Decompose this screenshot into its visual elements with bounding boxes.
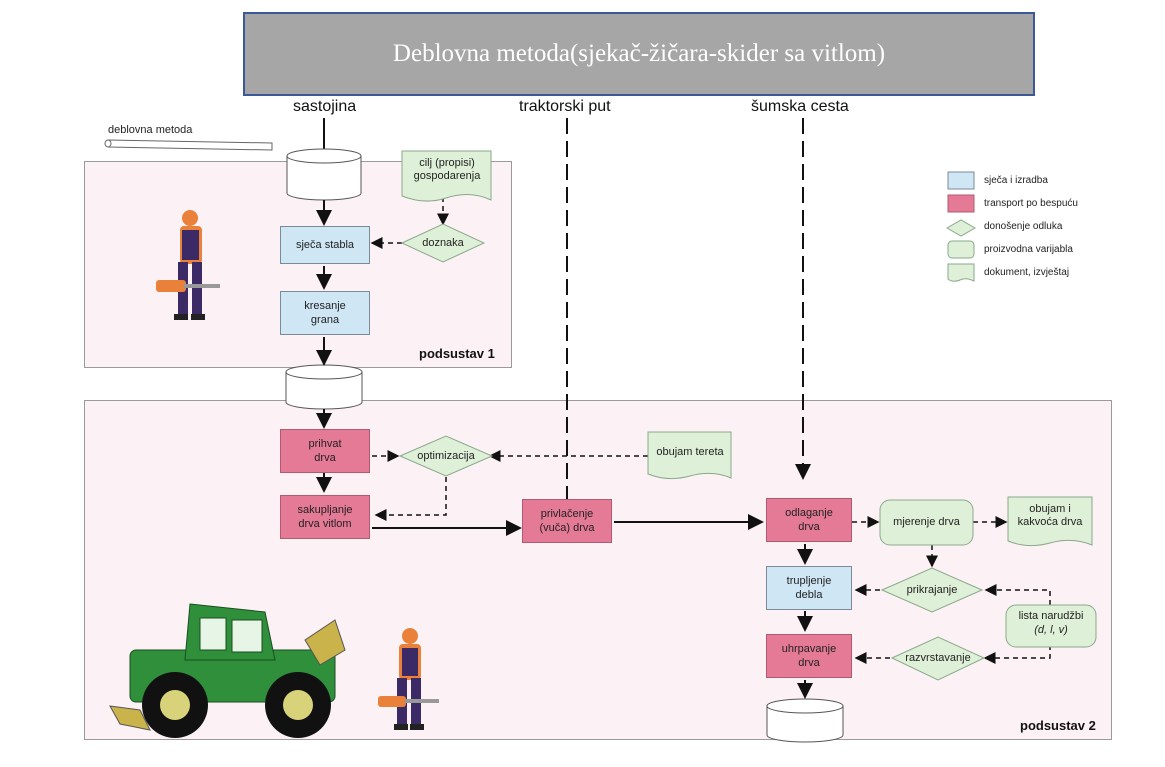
legend-seca-label: sječa i izradba: [984, 175, 1048, 186]
cilj-document-shape: [401, 150, 492, 202]
doznaka-diamond: [400, 223, 486, 263]
legend-red-swatch: [947, 194, 975, 213]
legend-diamond-swatch: [945, 219, 977, 237]
obujam-tereta-text: obujam tereta: [656, 445, 724, 458]
worker-figure-top: [156, 210, 220, 320]
storage-cylinder-bottom: [766, 698, 844, 743]
doznaka-text: doznaka: [422, 236, 464, 249]
method-label: deblovna metoda: [108, 124, 193, 136]
odlaganje-box: odlaganje drva: [766, 498, 852, 542]
razvrstavanje-diamond: [890, 636, 986, 681]
kresanje-box: kresanje grana: [280, 291, 370, 335]
prikrajanje-text: prikrajanje: [906, 583, 958, 596]
mjerenje-variable-shape: [879, 499, 974, 546]
log-icon: [104, 139, 273, 151]
lista-narudzbi-text: lista narudžbi: [1018, 609, 1084, 622]
legend-odluka-label: donošenje odluka: [984, 221, 1063, 232]
skidder-tractor: [109, 603, 346, 738]
subsystem-1-label: podsustav 1: [419, 346, 495, 361]
legend-transport-label: transport po bespuću: [984, 198, 1078, 209]
lista-variables-text: (d, l, v): [1034, 623, 1068, 636]
legend-varijabla-label: proizvodna varijabla: [984, 244, 1073, 255]
storage-cylinder-top: [286, 148, 362, 201]
uhrpavanje-box: uhrpavanje drva: [766, 634, 852, 678]
optimizacija-text: optimizacija: [417, 449, 475, 462]
prikrajanje-diamond: [880, 567, 984, 613]
obujam-kakvoca-document-shape: [1007, 496, 1093, 547]
sjeca-stabla-box: sječa stabla: [280, 226, 370, 264]
optimizacija-diamond: [398, 435, 494, 477]
worker-figure-bottom: [378, 628, 439, 730]
subsystem-2-label: podsustav 2: [1020, 718, 1096, 733]
privlacenje-box: privlačenje (vuča) drva: [522, 499, 612, 543]
storage-cylinder-middle: [285, 364, 363, 410]
obujam-tereta-document-shape: [647, 431, 732, 480]
diagram-title: Deblovna metoda(sjekač-žičara-skider sa …: [243, 12, 1035, 96]
lane-sastojina: sastojina: [293, 98, 357, 115]
sakupljanje-box: sakupljanje drva vitlom: [280, 495, 370, 539]
legend-dokument-label: dokument, izvještaj: [984, 267, 1070, 278]
razvrstavanje-text: razvrstavanje: [905, 651, 971, 664]
prihvat-box: prihvat drva: [280, 429, 370, 473]
lane-sumska-cesta: šumska cesta: [751, 98, 849, 115]
cilj-text: cilj (propisi) gospodarenja: [413, 157, 481, 182]
legend-document-swatch: [947, 263, 975, 282]
mjerenje-text: mjerenje drva: [893, 515, 960, 528]
lista-variable-shape: [1005, 604, 1097, 648]
obujam-kakvoca-text: obujam i kakvoća drva: [1017, 503, 1083, 528]
legend-variable-swatch: [947, 240, 975, 259]
trupljenje-box: trupljenje debla: [766, 566, 852, 610]
legend-blue-swatch: [947, 171, 975, 190]
lane-traktorski-put: traktorski put: [519, 98, 611, 115]
